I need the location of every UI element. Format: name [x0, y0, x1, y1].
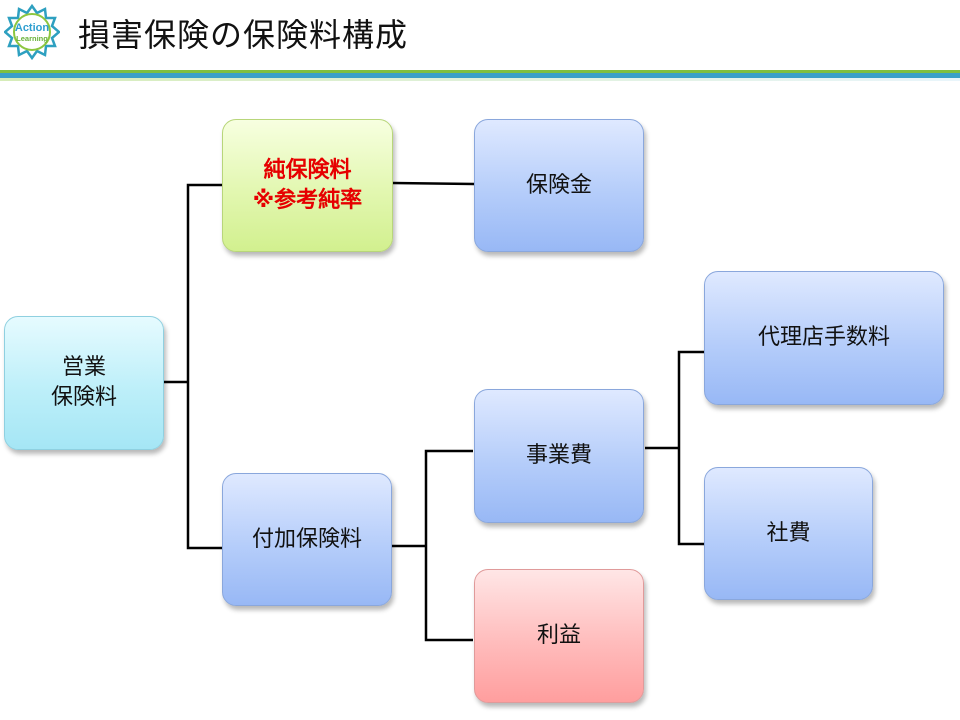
- node-expenses: 事業費: [474, 389, 644, 523]
- node-gross-premium-label: 営業 保険料: [50, 355, 117, 410]
- logo-text-top: Action: [15, 22, 50, 34]
- node-profit: 利益: [474, 569, 644, 703]
- node-gross-premium: 営業 保険料: [4, 316, 164, 450]
- node-claims: 保険金: [474, 119, 644, 252]
- connector-pure-claims: [392, 181, 475, 186]
- action-learning-logo: Action Learning: [4, 4, 60, 60]
- node-agency-commission: 代理店手数料: [704, 271, 944, 405]
- node-profit-label: 利益: [536, 623, 581, 649]
- node-pure-premium: 純保険料 ※参考純率: [222, 119, 393, 252]
- connector-loading-branches: [424, 449, 473, 642]
- connector-gross-branches: [186, 183, 222, 550]
- node-expenses-label: 事業費: [525, 443, 592, 469]
- node-claims-label: 保険金: [525, 172, 592, 198]
- node-agency-commission-label: 代理店手数料: [757, 325, 890, 351]
- node-pure-premium-label: 純保険料 ※参考純率: [252, 157, 363, 213]
- node-company-expenses: 社費: [704, 467, 873, 600]
- connector-expenses-branches: [677, 350, 704, 546]
- node-loading-premium: 付加保険料: [222, 473, 392, 606]
- title-underline: [0, 70, 960, 81]
- node-company-expenses-label: 社費: [766, 520, 811, 546]
- node-loading-premium-label: 付加保険料: [251, 526, 362, 552]
- page-title: 損害保険の保険料構成: [78, 16, 409, 54]
- logo-text-bottom: Learning: [16, 34, 48, 43]
